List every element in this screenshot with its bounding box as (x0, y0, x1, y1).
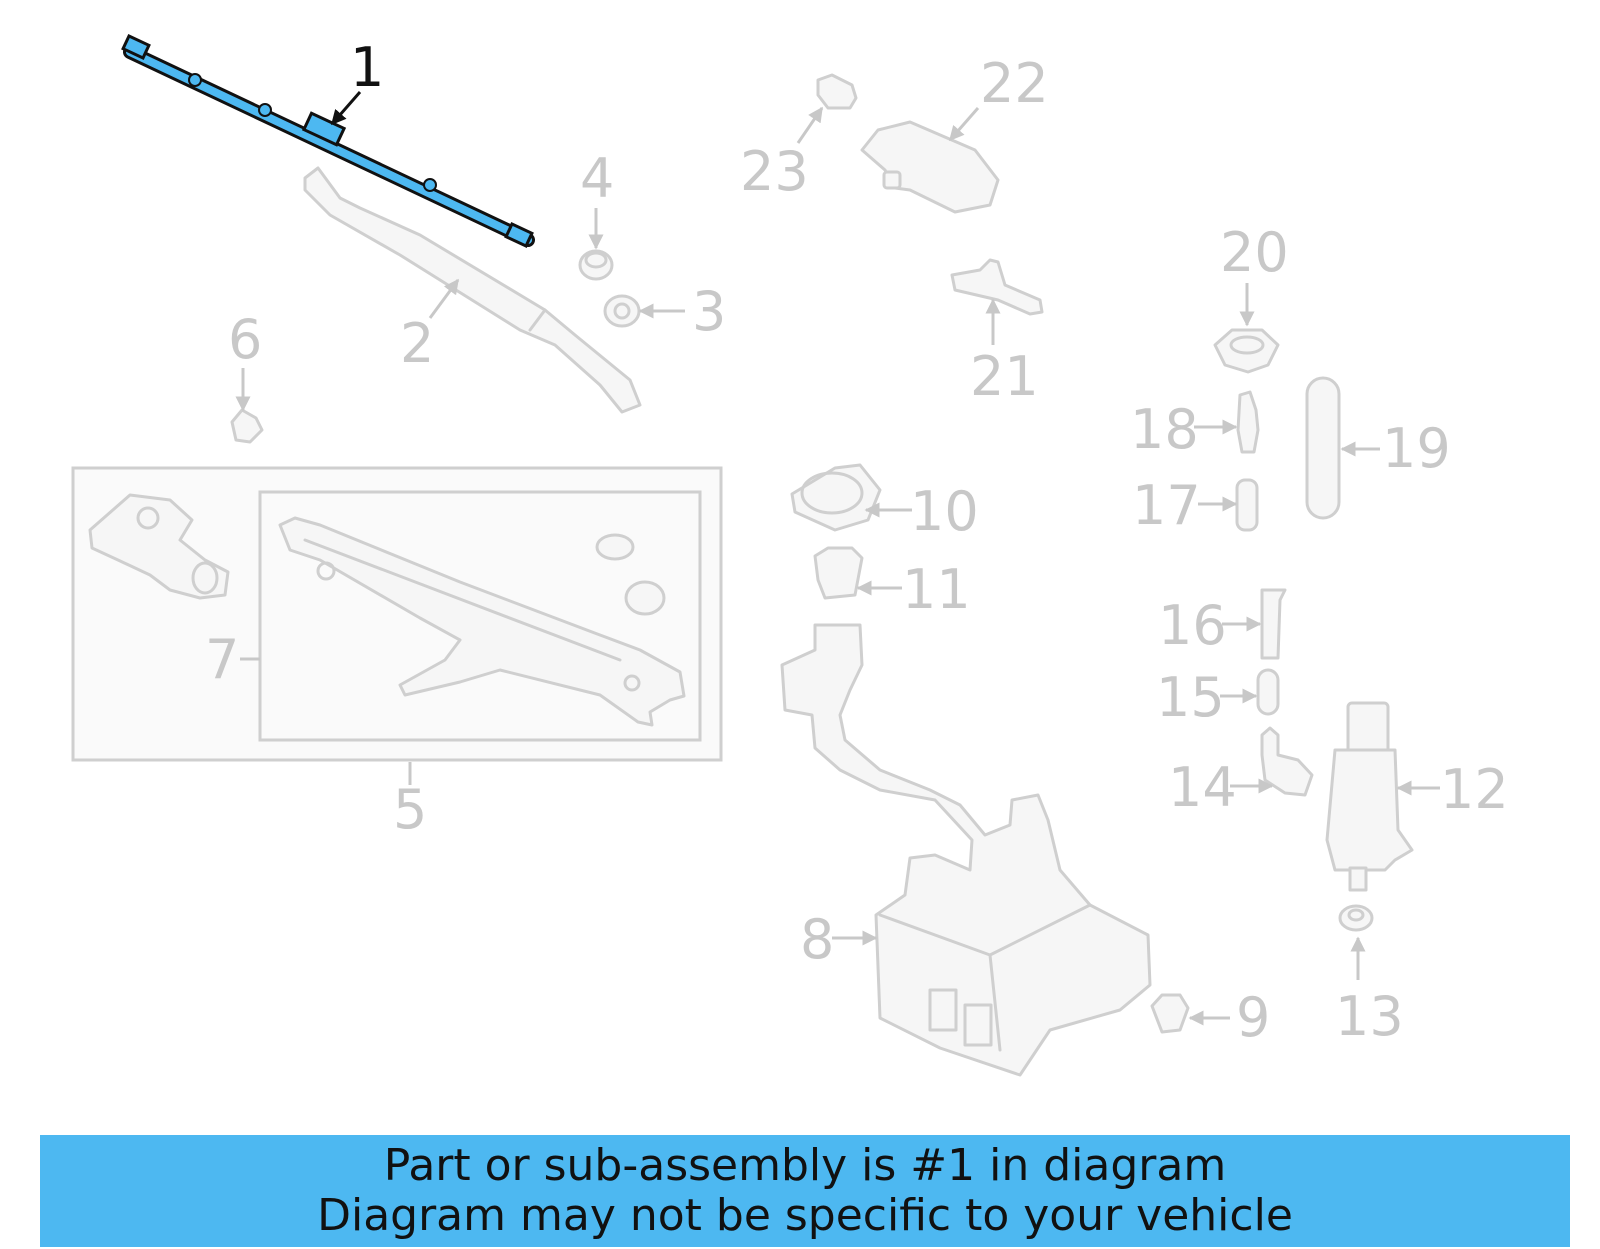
callout-21: 21 (970, 345, 1039, 408)
callout-4: 4 (580, 147, 614, 210)
callout-9: 9 (1236, 986, 1270, 1049)
callout-7: 7 (205, 628, 239, 691)
callout-13: 13 (1335, 985, 1404, 1048)
t-connector-part (950, 258, 1044, 316)
callout-17: 17 (1132, 474, 1201, 537)
callout-10: 10 (910, 480, 979, 543)
callout-22: 22 (980, 52, 1049, 115)
wiper-linkage-part (278, 516, 686, 727)
wiper-arm-part (303, 166, 642, 414)
wiper-motor-part (88, 493, 230, 600)
cap-part (578, 249, 614, 281)
callout-12: 12 (1440, 758, 1509, 821)
callout-20: 20 (1220, 221, 1289, 284)
reservoir-nut-part (1150, 993, 1190, 1034)
wiper-blade-part (121, 34, 535, 248)
grommet-20-part (1213, 328, 1280, 374)
washer-reservoir-part (780, 623, 1152, 1077)
clip-part (230, 408, 264, 444)
banner-line-2: Diagram may not be specific to your vehi… (317, 1190, 1293, 1241)
washer-pump-part (1325, 701, 1414, 892)
callout-18: 18 (1130, 398, 1199, 461)
callout-19: 19 (1382, 417, 1451, 480)
nut-part (603, 294, 641, 328)
nozzle-clip-part (816, 73, 858, 110)
grommet-part (595, 533, 666, 616)
callout-16: 16 (1158, 594, 1227, 657)
leader-lines (235, 91, 1440, 1026)
callout-5: 5 (393, 778, 427, 841)
small-fittings (1235, 390, 1287, 716)
callout-2: 2 (400, 312, 434, 375)
strainer-part (813, 546, 864, 600)
washer-hose-part (1305, 376, 1341, 520)
info-banner: Part or sub-assembly is #1 in diagram Di… (40, 1135, 1570, 1247)
callout-6: 6 (228, 308, 262, 371)
hose-connector-part (1260, 726, 1314, 797)
callout-3: 3 (692, 280, 726, 343)
callout-8: 8 (800, 908, 834, 971)
washer-nozzle-part (860, 120, 1000, 214)
callout-14: 14 (1168, 756, 1237, 819)
pump-grommet-part (1338, 904, 1374, 932)
callout-1: 1 (350, 36, 384, 99)
parts-diagram: 1 2 3 4 5 6 7 8 9 10 11 12 13 14 15 16 1… (71, 34, 1509, 1077)
callout-11: 11 (902, 558, 971, 621)
callout-15: 15 (1156, 666, 1225, 729)
banner-line-1: Part or sub-assembly is #1 in diagram (383, 1140, 1227, 1191)
callout-23: 23 (740, 140, 809, 203)
reservoir-cap-part (790, 463, 882, 532)
